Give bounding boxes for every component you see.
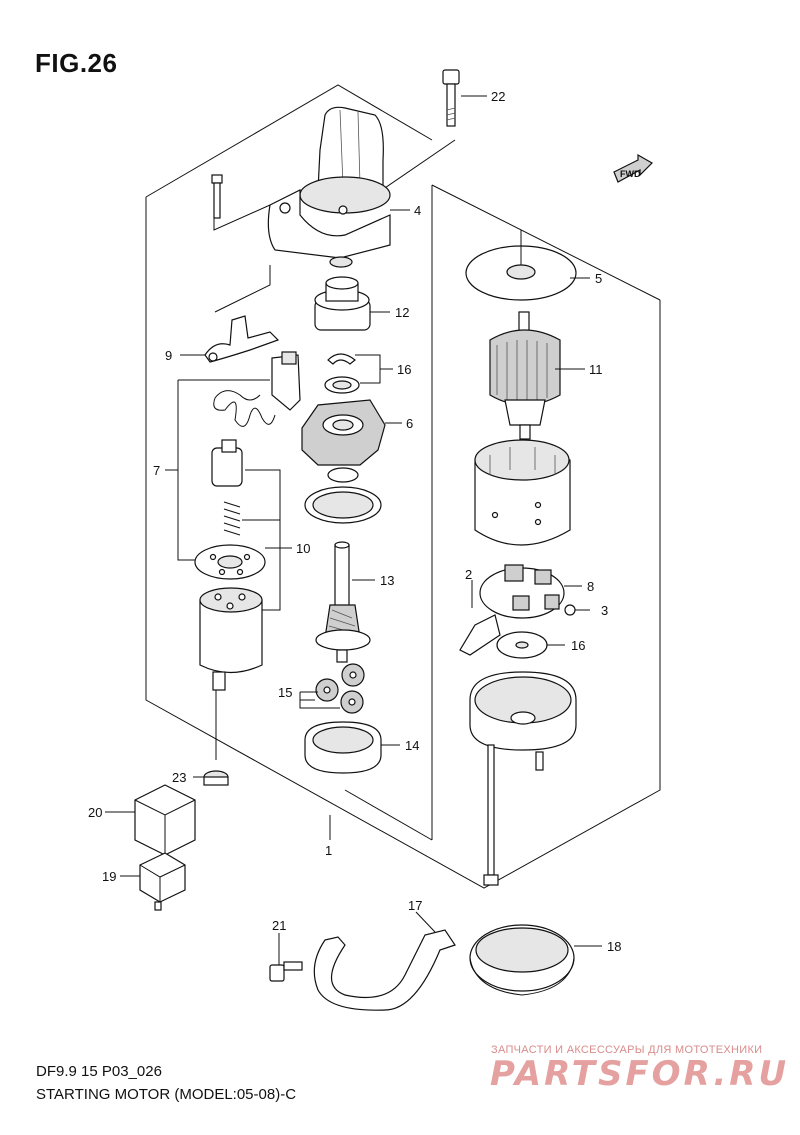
internal-gear-14 bbox=[304, 721, 382, 774]
brush-holder-8 bbox=[459, 564, 576, 656]
fwd-arrow-icon: FWD bbox=[613, 153, 653, 183]
callout-6: 6 bbox=[406, 416, 413, 431]
callout-16-lower: 16 bbox=[571, 638, 585, 653]
callout-17: 17 bbox=[408, 898, 422, 913]
yoke-1 bbox=[474, 439, 571, 546]
shaft-13 bbox=[315, 541, 371, 663]
relay-19 bbox=[139, 852, 186, 911]
callout-2: 2 bbox=[465, 567, 472, 582]
planet-gears-15 bbox=[315, 663, 365, 714]
assembly-outline bbox=[145, 84, 661, 889]
solenoid-kit-7 bbox=[194, 351, 301, 691]
callout-7: 7 bbox=[153, 463, 160, 478]
washer-16-lower bbox=[496, 631, 548, 659]
stopper-plate-5 bbox=[465, 230, 577, 301]
drive-housing-4 bbox=[211, 106, 391, 259]
callout-15: 15 bbox=[278, 685, 292, 700]
callout-21: 21 bbox=[272, 918, 286, 933]
callout-20: 20 bbox=[88, 805, 102, 820]
spring-9 bbox=[204, 315, 280, 363]
nut-23 bbox=[203, 690, 229, 786]
callout-4: 4 bbox=[414, 203, 421, 218]
callout-labels: 22 4 5 12 11 9 16 6 7 10 13 2 8 3 16 15 … bbox=[88, 89, 621, 954]
callout-22: 22 bbox=[491, 89, 505, 104]
callout-16-upper: 16 bbox=[397, 362, 411, 377]
callout-23: 23 bbox=[172, 770, 186, 785]
callout-19: 19 bbox=[102, 869, 116, 884]
callout-13: 13 bbox=[380, 573, 394, 588]
ring-10 bbox=[304, 486, 382, 524]
band-18 bbox=[469, 924, 575, 996]
bolt-21 bbox=[269, 961, 303, 982]
figure-title: FIG.26 bbox=[35, 48, 118, 78]
strap-17 bbox=[313, 929, 456, 1011]
watermark-brand: PARTSFOR.RU bbox=[490, 1054, 790, 1094]
end-cap bbox=[469, 671, 577, 886]
callout-3: 3 bbox=[601, 603, 608, 618]
bolt-22 bbox=[442, 69, 460, 127]
callout-12: 12 bbox=[395, 305, 409, 320]
callout-8: 8 bbox=[587, 579, 594, 594]
diagram-subtitle: STARTING MOTOR (MODEL:05-08)-C bbox=[36, 1086, 297, 1103]
fwd-label: FWD bbox=[620, 169, 641, 179]
callout-18: 18 bbox=[607, 939, 621, 954]
leader-lines bbox=[105, 95, 602, 965]
callout-10: 10 bbox=[296, 541, 310, 556]
model-code: DF9.9 15 P03_026 bbox=[36, 1063, 162, 1080]
pinion-12 bbox=[314, 256, 371, 331]
relay-20 bbox=[134, 784, 196, 856]
bracket-6 bbox=[301, 399, 386, 483]
callout-11: 11 bbox=[589, 362, 603, 377]
armature-11 bbox=[489, 311, 561, 440]
callout-1: 1 bbox=[325, 843, 332, 858]
callout-14: 14 bbox=[405, 738, 419, 753]
retainer-16-upper bbox=[324, 353, 360, 394]
callout-5: 5 bbox=[595, 271, 602, 286]
callout-9: 9 bbox=[165, 348, 172, 363]
watermark-caption: ЗАПЧАСТИ И АКСЕССУАРЫ ДЛЯ МОТОТЕХНИКИ bbox=[491, 1044, 763, 1056]
